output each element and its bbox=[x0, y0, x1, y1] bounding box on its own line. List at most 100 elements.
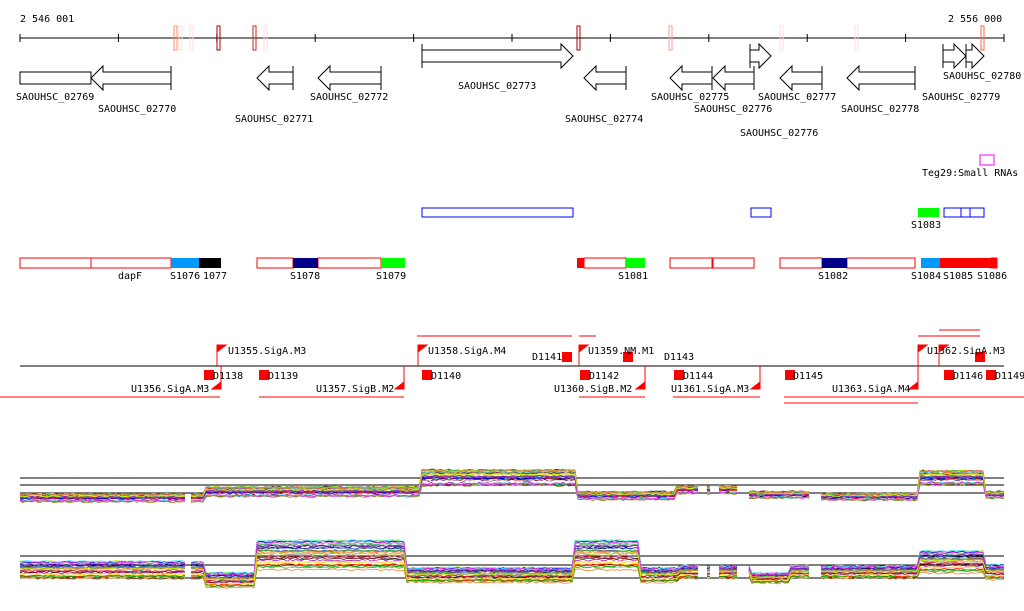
gene-label: SAOUHSC_02773 bbox=[458, 81, 536, 92]
terminator-block[interactable] bbox=[580, 370, 590, 380]
segment-box[interactable] bbox=[19, 257, 92, 269]
terminator-block[interactable] bbox=[785, 370, 795, 380]
ruler-marker[interactable] bbox=[779, 25, 784, 51]
promoter-flag[interactable] bbox=[417, 344, 429, 366]
srna-feature[interactable] bbox=[979, 154, 995, 166]
segment-block[interactable] bbox=[199, 258, 221, 268]
terminator-block[interactable] bbox=[986, 370, 996, 380]
promoter-label: D1140 bbox=[431, 371, 461, 382]
terminator-block[interactable] bbox=[944, 370, 954, 380]
segment-box[interactable] bbox=[256, 257, 294, 269]
ruler-marker[interactable] bbox=[980, 25, 985, 51]
segment-block[interactable] bbox=[293, 258, 318, 268]
gene-label: SAOUHSC_02776 bbox=[740, 128, 818, 139]
expression-profile bbox=[19, 475, 1005, 499]
segment-block[interactable] bbox=[921, 258, 940, 268]
srna-label: Teg29:Small RNAs bor bbox=[922, 168, 1024, 179]
ruler-marker[interactable] bbox=[263, 25, 268, 51]
promoter-label: U1360.SigB.M2 bbox=[554, 384, 632, 395]
segment-box[interactable] bbox=[712, 257, 755, 269]
segment-label: S1084 bbox=[911, 271, 941, 282]
gene-arrow[interactable] bbox=[256, 64, 294, 92]
ruler-marker[interactable] bbox=[854, 25, 859, 51]
segment-block[interactable] bbox=[918, 208, 939, 217]
segment-block[interactable] bbox=[626, 258, 645, 268]
promoter-flag[interactable] bbox=[917, 344, 929, 366]
gene-arrow[interactable] bbox=[19, 71, 92, 85]
segment-block[interactable] bbox=[822, 258, 847, 268]
promoter-label: D1149 bbox=[995, 371, 1024, 382]
gene-arrow[interactable] bbox=[965, 42, 985, 70]
ruler-marker[interactable] bbox=[173, 25, 178, 51]
ruler-marker[interactable] bbox=[252, 25, 257, 51]
segment-box[interactable] bbox=[583, 257, 627, 269]
terminator-block[interactable] bbox=[562, 352, 572, 362]
terminator-block[interactable] bbox=[422, 370, 432, 380]
ruler-marker[interactable] bbox=[576, 25, 581, 51]
segment-box[interactable] bbox=[90, 257, 172, 269]
gene-arrow[interactable] bbox=[942, 42, 967, 70]
segment-label: S1078 bbox=[290, 271, 320, 282]
promoter-label: U1355.SigA.M3 bbox=[228, 346, 306, 357]
terminator-block[interactable] bbox=[975, 352, 985, 362]
segment-box[interactable] bbox=[779, 257, 823, 269]
terminator-block[interactable] bbox=[259, 370, 269, 380]
expression-profile bbox=[19, 474, 1005, 499]
terminator-block[interactable] bbox=[623, 352, 633, 362]
segment-block[interactable] bbox=[171, 258, 199, 268]
expression-profile bbox=[19, 568, 1005, 589]
promoter-label: D1145 bbox=[793, 371, 823, 382]
gene-arrow[interactable] bbox=[712, 64, 755, 92]
expression-profile bbox=[19, 541, 1005, 576]
terminator-block[interactable] bbox=[674, 370, 684, 380]
ruler-marker[interactable] bbox=[668, 25, 673, 51]
terminator-block[interactable] bbox=[204, 370, 214, 380]
promoter-flag[interactable] bbox=[216, 344, 228, 366]
gene-arrow[interactable] bbox=[583, 64, 627, 92]
gene-arrow[interactable] bbox=[421, 42, 574, 70]
ruler-marker[interactable] bbox=[216, 25, 221, 51]
segment-block[interactable] bbox=[940, 258, 997, 268]
transcript-box[interactable] bbox=[969, 207, 985, 218]
transcript-box[interactable] bbox=[421, 207, 574, 218]
promoter-label: U1356.SigA.M3 bbox=[131, 384, 209, 395]
gene-label: SAOUHSC_02777 bbox=[758, 92, 836, 103]
gene-arrow[interactable] bbox=[846, 64, 916, 92]
gene-track: SAOUHSC_02769SAOUHSC_02770SAOUHSC_02771S… bbox=[16, 42, 1021, 139]
gene-arrow[interactable] bbox=[749, 42, 772, 70]
ruler-marker[interactable] bbox=[189, 25, 194, 51]
ruler-marker[interactable] bbox=[178, 25, 183, 51]
promoter-flag[interactable] bbox=[578, 344, 590, 366]
segment-label: S1076 bbox=[170, 271, 200, 282]
transcript-box[interactable] bbox=[943, 207, 962, 218]
gene-arrow[interactable] bbox=[90, 64, 172, 92]
segment-block[interactable] bbox=[577, 258, 584, 268]
gene-arrow[interactable] bbox=[669, 64, 713, 92]
transcript-box[interactable] bbox=[750, 207, 772, 218]
segment-label: dapF bbox=[118, 271, 142, 282]
segment-block[interactable] bbox=[381, 258, 405, 268]
gene-arrow[interactable] bbox=[779, 64, 823, 92]
promoter-flag[interactable] bbox=[393, 366, 405, 390]
expression-track bbox=[19, 468, 1005, 589]
promoter-label: U1361.SigA.M3 bbox=[671, 384, 749, 395]
expression-profile bbox=[19, 469, 1005, 496]
promoter-label: D1142 bbox=[589, 371, 619, 382]
promoter-flag[interactable] bbox=[907, 366, 919, 390]
promoter-label: D1141 bbox=[532, 352, 562, 363]
promoter-flag[interactable] bbox=[938, 344, 950, 366]
promoter-label: D1146 bbox=[953, 371, 983, 382]
gene-arrow[interactable] bbox=[317, 64, 382, 92]
promoter-flag[interactable] bbox=[210, 366, 222, 390]
promoter-label: D1138 bbox=[213, 371, 243, 382]
segment-box[interactable] bbox=[846, 257, 916, 269]
promoter-flag[interactable] bbox=[634, 366, 646, 390]
promoter-flag[interactable] bbox=[749, 366, 761, 390]
transcript-box[interactable] bbox=[960, 207, 971, 218]
segment-box[interactable] bbox=[317, 257, 382, 269]
segment-box[interactable] bbox=[669, 257, 713, 269]
expression-profile bbox=[19, 482, 1004, 503]
